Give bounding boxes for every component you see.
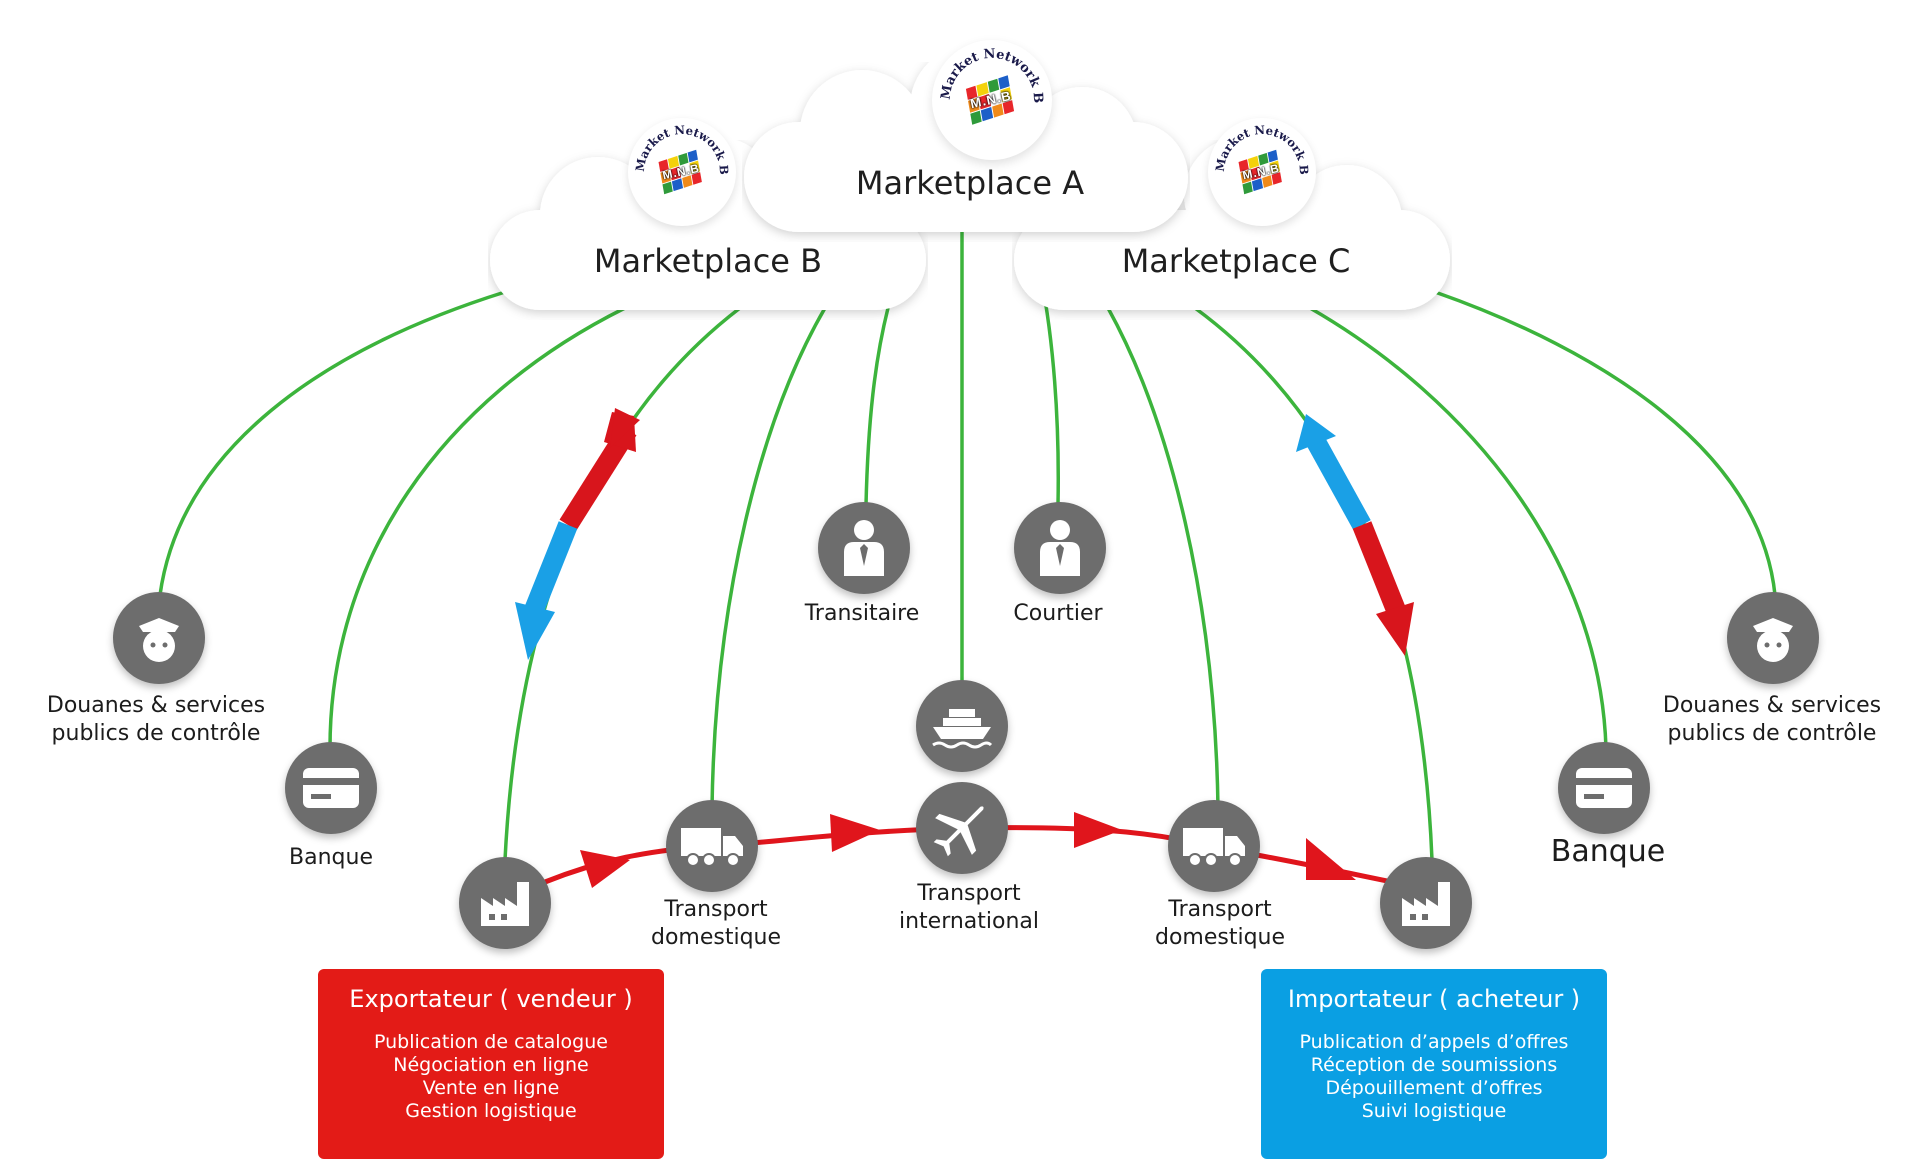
person-icon (844, 520, 884, 576)
domestic-left-node[interactable] (666, 800, 758, 892)
importer-box: Importateur ( acheteur ) Publication d’a… (1261, 969, 1607, 1159)
domestic-right-label: Transport domestique (1154, 897, 1286, 950)
marketplace-a-title: Marketplace A (855, 164, 1085, 202)
flow-arrow-1 (580, 850, 630, 888)
bank-left-label: Banque (289, 845, 373, 870)
credit-card-icon (303, 768, 359, 808)
importer-items: Publication d’appels d’offres Réception … (1261, 1031, 1607, 1123)
link-forwarder (864, 307, 890, 506)
flow-arrow-2 (830, 814, 880, 852)
customs-right-node[interactable] (1727, 592, 1819, 684)
customs-right-label: Douanes & services publics de contrôle (1662, 693, 1882, 746)
importer-item: Réception de soumissions (1310, 1054, 1558, 1076)
exporter-box: Exportateur ( vendeur ) Publication de c… (318, 969, 664, 1159)
person-icon (1040, 520, 1080, 576)
broker-label: Courtier (1013, 601, 1103, 626)
importer-arrow-head-up (1296, 414, 1336, 452)
mnb-logo-a: Market Network Builder M.N.B (932, 40, 1052, 160)
customs-officer-icon (1753, 618, 1793, 662)
bank-right-label: Banque (1550, 834, 1666, 869)
importer-title: Importateur ( acheteur ) (1287, 985, 1581, 1013)
importer-arrow-blue (1306, 435, 1371, 530)
forwarder-node[interactable] (818, 502, 910, 594)
marketplace-b-title: Marketplace B (593, 242, 823, 280)
international-label: Transport international (898, 881, 1040, 934)
exporter-item: Publication de catalogue (374, 1031, 608, 1053)
exporter-item: Vente en ligne (422, 1077, 560, 1099)
link-importer (1193, 306, 1434, 861)
importer-item: Publication d’appels d’offres (1299, 1031, 1569, 1053)
domestic-left-label: Transport domestique (650, 897, 782, 950)
ship-node[interactable] (916, 680, 1008, 772)
exporter-factory-node[interactable] (459, 857, 551, 949)
exporter-items: Publication de catalogue Négociation en … (318, 1031, 664, 1123)
airplane-icon (933, 806, 984, 857)
factory-icon (1402, 882, 1450, 926)
credit-card-icon (1576, 768, 1632, 808)
link-domestic-left (710, 307, 827, 809)
customs-officer-icon (139, 618, 179, 662)
flow-arrow-4 (1306, 838, 1356, 880)
flow-arrow-3 (1074, 812, 1122, 848)
exporter-title: Exportateur ( vendeur ) (349, 985, 633, 1013)
international-node[interactable] (916, 782, 1008, 874)
truck-icon (681, 828, 743, 867)
domestic-right-node[interactable] (1168, 800, 1260, 892)
marketplace-c-title: Marketplace C (1121, 242, 1351, 280)
mnb-logo-b: Market Network Builder M.N.B (628, 118, 736, 226)
importer-item: Dépouillement d’offres (1325, 1077, 1543, 1099)
link-bank-right (1309, 306, 1608, 749)
link-bank-left (328, 306, 626, 749)
exporter-arrow-head-down (515, 602, 555, 660)
bank-left-node[interactable] (285, 742, 377, 834)
link-customs-left (158, 290, 506, 596)
importer-arrow-red (1352, 521, 1408, 619)
factory-icon (481, 882, 529, 926)
importer-arrow-head-down (1376, 602, 1414, 656)
forwarder-label: Transitaire (804, 601, 920, 626)
exporter-item: Négociation en ligne (393, 1054, 589, 1076)
broker-node[interactable] (1014, 502, 1106, 594)
truck-icon (1183, 828, 1245, 867)
exporter-arrow-blue (522, 521, 578, 619)
link-customs-right (1434, 290, 1777, 596)
ship-icon (932, 709, 993, 749)
importer-item: Suivi logistique (1361, 1100, 1507, 1122)
customs-left-label: Douanes & services publics de contrôle (46, 693, 266, 746)
customs-left-node[interactable] (113, 592, 205, 684)
bank-right-node[interactable] (1558, 742, 1650, 834)
importer-factory-node[interactable] (1380, 857, 1472, 949)
mnb-logo-c: Market Network Builder M.N.B (1208, 118, 1316, 226)
link-domestic-right (1106, 307, 1220, 809)
exporter-item: Gestion logistique (405, 1100, 577, 1122)
